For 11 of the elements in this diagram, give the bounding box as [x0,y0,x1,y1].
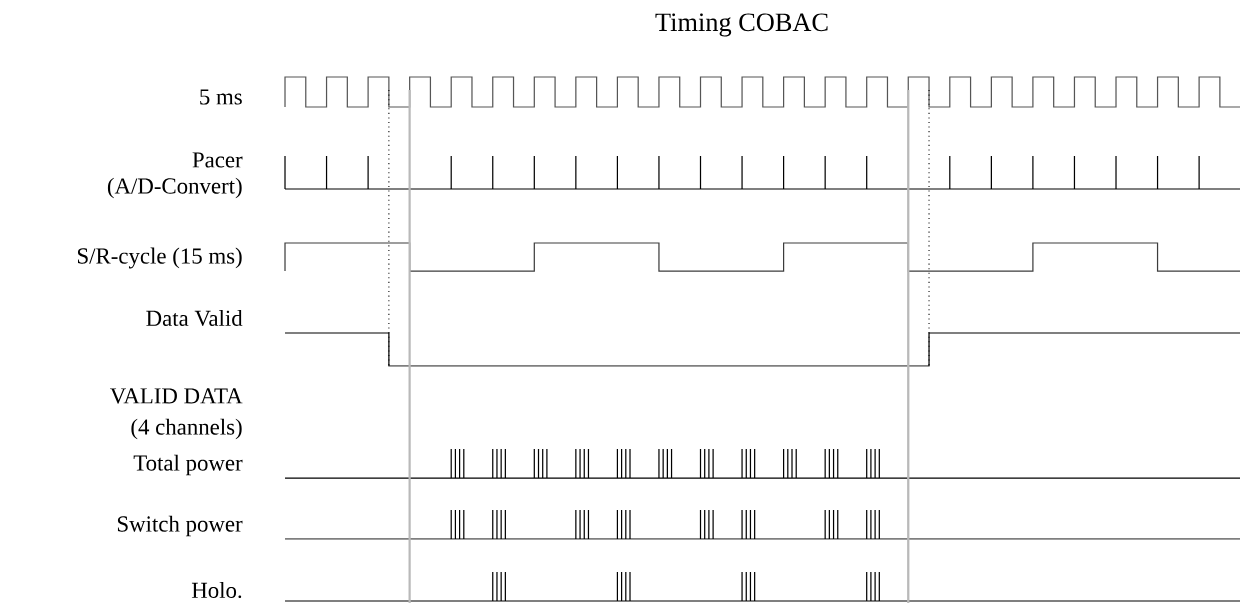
signal-label: Data Valid [146,309,243,327]
signal-label: Pacer [192,152,243,168]
signal-label: Total power [133,454,243,476]
signal-label: (A/D-Convert) [107,177,242,199]
title: Timing COBAC [655,13,828,37]
signal-label: S/R-cycle (15 ms) [78,247,242,269]
signal-label: VALID DATA [110,388,243,404]
signal-label: Switch power [117,515,243,537]
signal-label: (4 channels) [131,418,242,440]
signal-label: 5 ms [200,89,242,105]
signal-label: Holo. [191,581,242,599]
